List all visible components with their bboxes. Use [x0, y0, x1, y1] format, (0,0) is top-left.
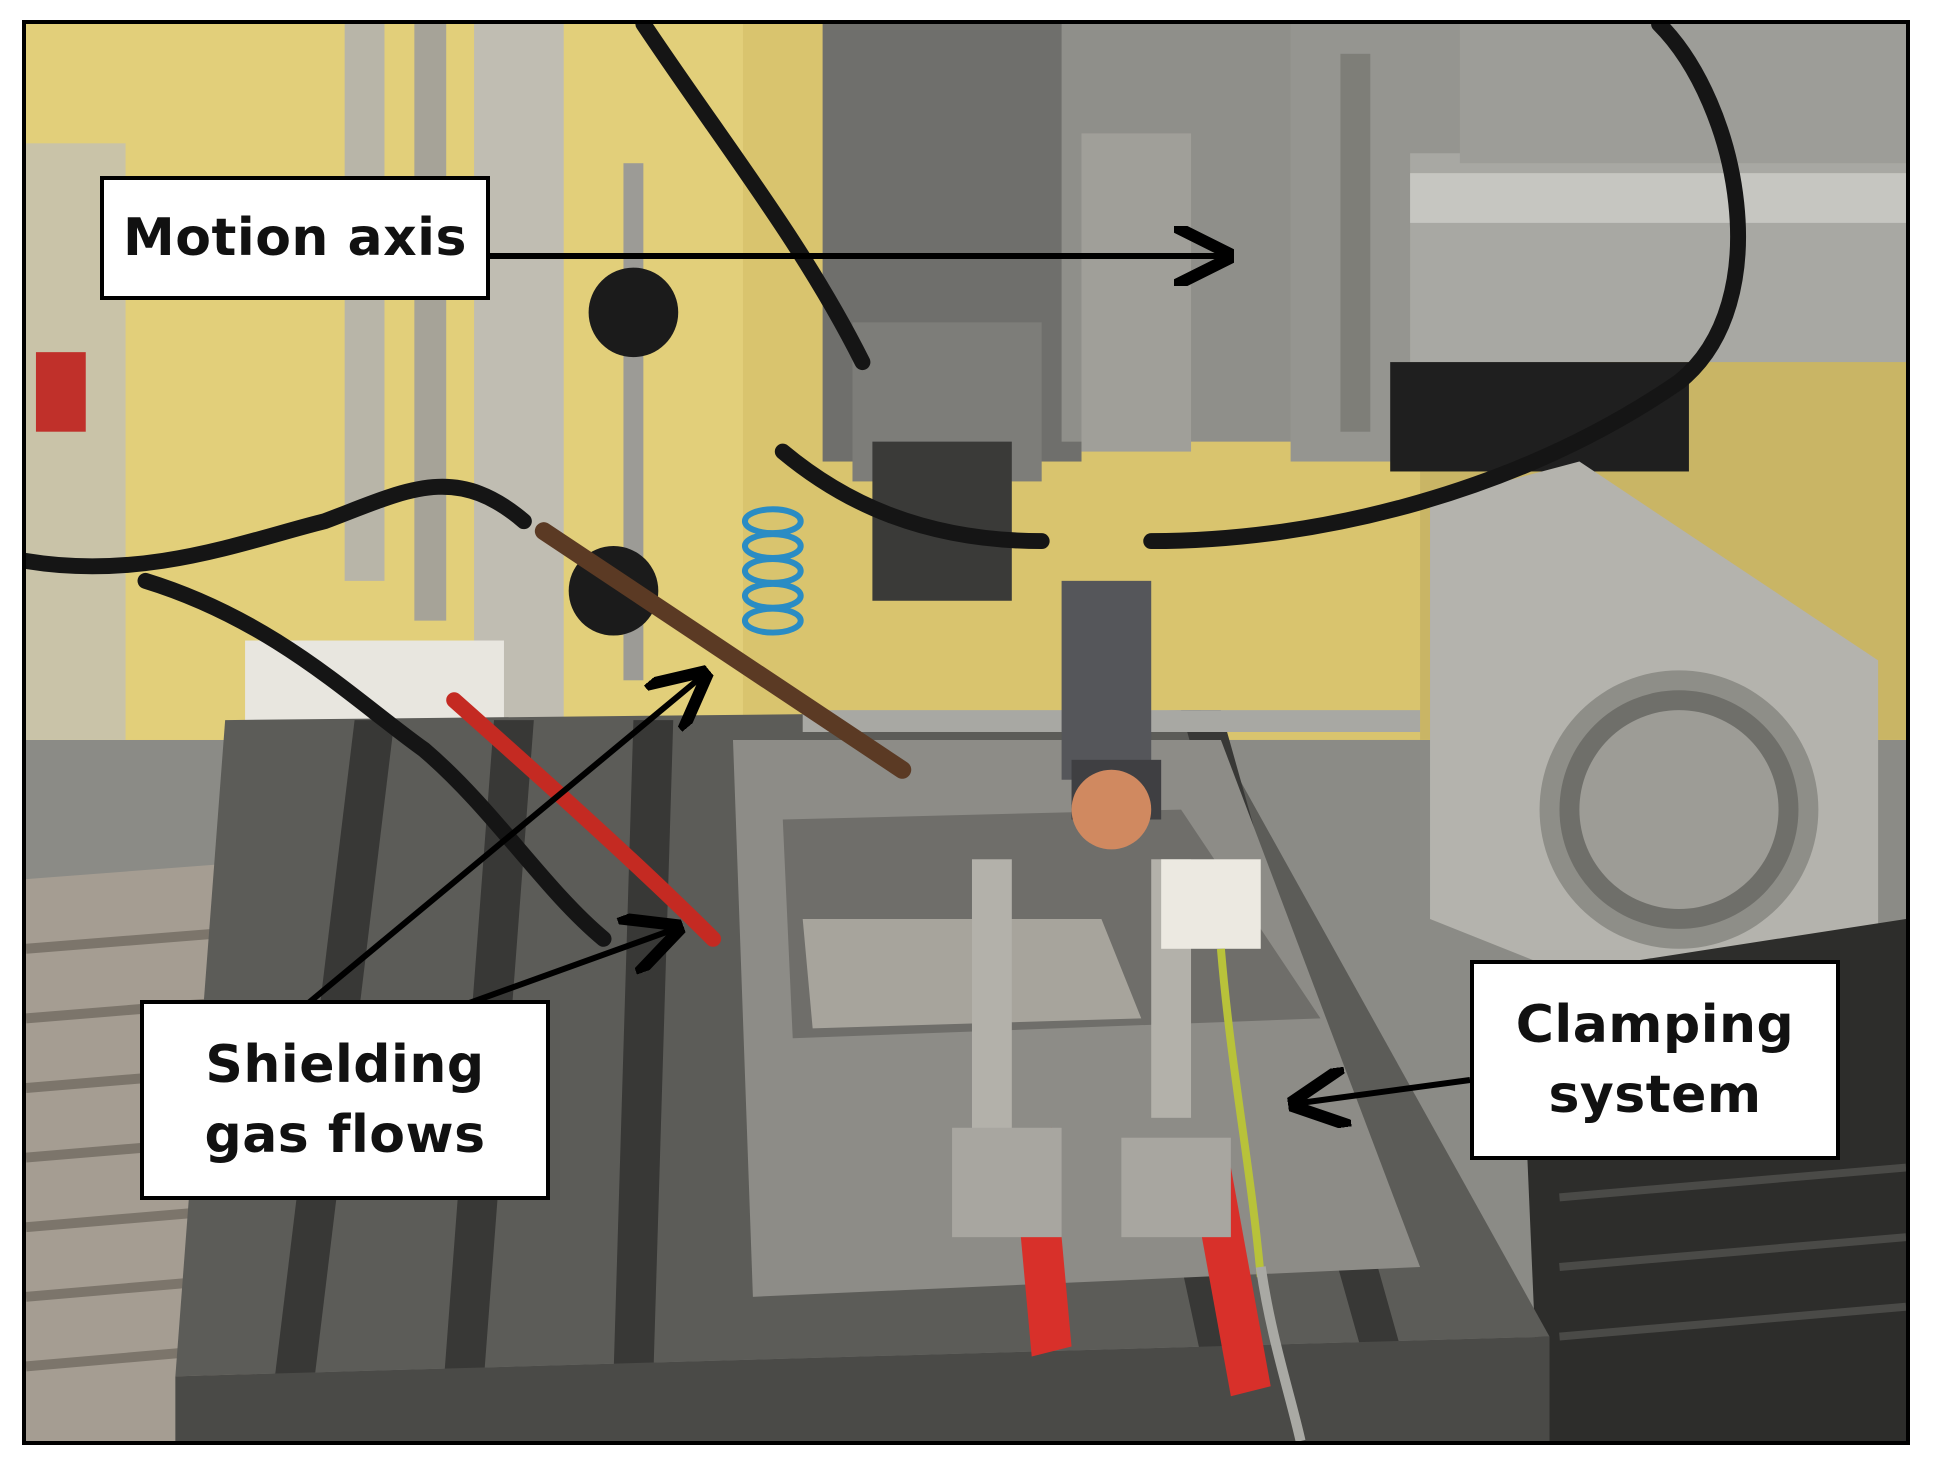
clamping-line-1: Clamping	[1515, 994, 1795, 1055]
clamping-system-label: Clamping system	[1470, 960, 1840, 1160]
shielding-gas-label: Shielding gas flows	[140, 1000, 550, 1200]
shielding-gas-text: Shielding gas flows	[204, 1030, 485, 1170]
motion-axis-text: Motion axis	[123, 207, 467, 268]
clamping-system-text: Clamping system	[1516, 990, 1795, 1130]
clamping-line-2: system	[1548, 1065, 1762, 1125]
motion-axis-label: Motion axis	[100, 176, 490, 300]
shielding-gas-line-2: gas flows	[204, 1105, 486, 1165]
shielding-gas-line-1: Shielding	[205, 1034, 485, 1095]
